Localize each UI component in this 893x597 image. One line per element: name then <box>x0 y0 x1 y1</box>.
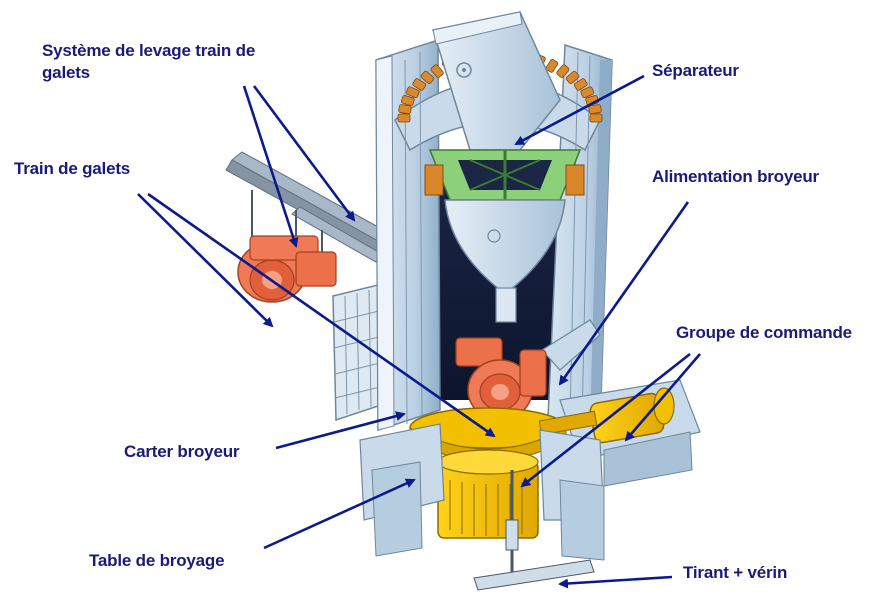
label-systeme-levage: Système de levage train de galets <box>42 40 255 84</box>
label-groupe-commande: Groupe de commande <box>676 322 852 344</box>
label-table-broyage: Table de broyage <box>89 550 224 572</box>
label-train-galets: Train de galets <box>14 158 130 180</box>
rotor-blade <box>398 114 410 122</box>
arrow-tirant <box>560 577 672 584</box>
label-alimentation-broyeur: Alimentation broyeur <box>652 166 819 188</box>
label-systeme-levage-line2: galets <box>42 62 255 84</box>
rotor-blade <box>590 114 602 122</box>
label-carter-broyeur: Carter broyeur <box>124 441 239 463</box>
label-systeme-levage-line1: Système de levage train de <box>42 40 255 62</box>
separator-frame <box>425 150 584 200</box>
label-tirant-verin: Tirant + vérin <box>683 562 787 584</box>
label-separateur: Séparateur <box>652 60 739 82</box>
rotor-blade <box>398 104 411 114</box>
gearbox <box>438 450 538 538</box>
access-door <box>333 284 384 420</box>
